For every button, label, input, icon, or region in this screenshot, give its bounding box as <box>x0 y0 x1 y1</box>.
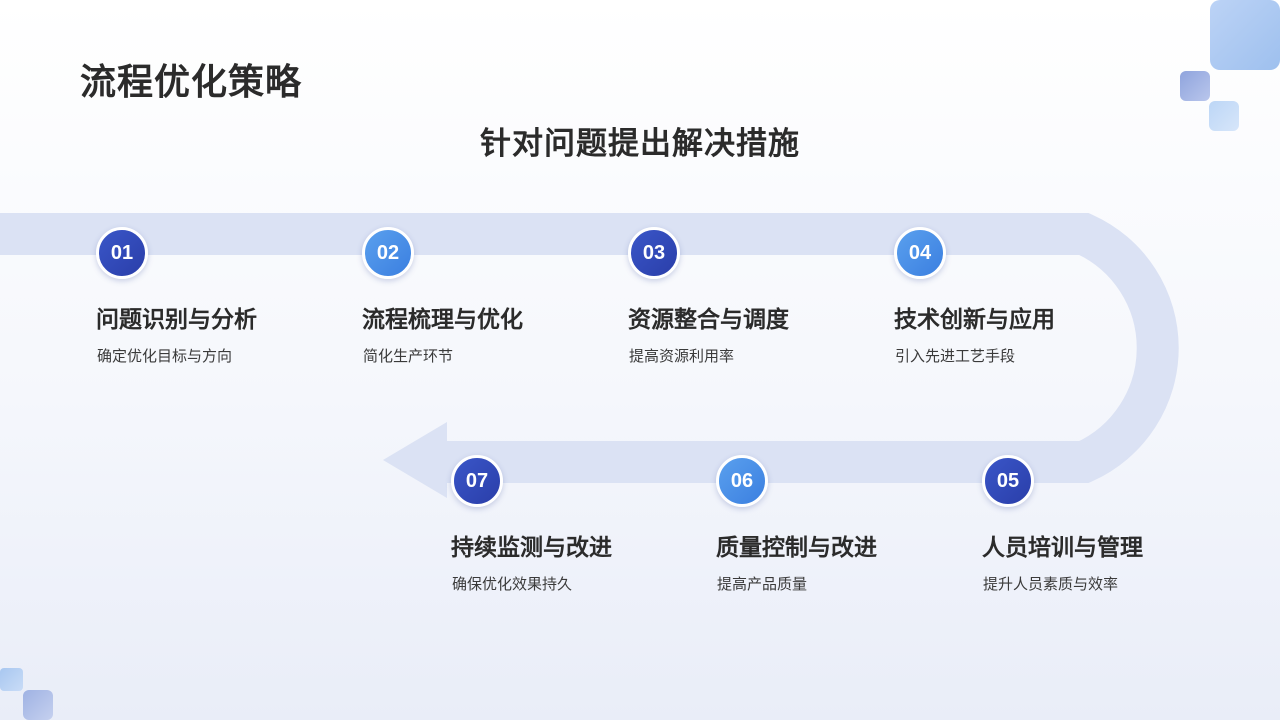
decor-square-large <box>1210 0 1280 70</box>
step-desc-05: 提升人员素质与效率 <box>983 575 1119 593</box>
step-badge-05: 05 <box>982 455 1034 507</box>
step-title-02: 流程梳理与优化 <box>362 307 523 333</box>
step-title-04: 技术创新与应用 <box>894 307 1055 333</box>
decor-square-small <box>23 690 53 720</box>
step-badge-03: 03 <box>628 227 680 279</box>
page-title: 流程优化策略 <box>80 62 303 103</box>
step-desc-03: 提高资源利用率 <box>629 347 735 365</box>
step-desc-07: 确保优化效果持久 <box>452 575 573 593</box>
step-badge-02: 02 <box>362 227 414 279</box>
decor-square-small <box>1180 71 1210 101</box>
step-desc-01: 确定优化目标与方向 <box>97 347 233 365</box>
step-desc-04: 引入先进工艺手段 <box>895 347 1016 365</box>
decor-square-small <box>1209 101 1239 131</box>
step-desc-02: 简化生产环节 <box>363 347 454 365</box>
step-title-07: 持续监测与改进 <box>451 535 612 561</box>
step-title-06: 质量控制与改进 <box>716 535 877 561</box>
step-title-03: 资源整合与调度 <box>628 307 789 333</box>
step-title-05: 人员培训与管理 <box>982 535 1143 561</box>
step-badge-01: 01 <box>96 227 148 279</box>
flow-arrowhead <box>383 422 447 498</box>
flow-track-path <box>0 213 1179 483</box>
step-badge-07: 07 <box>451 455 503 507</box>
step-badge-04: 04 <box>894 227 946 279</box>
step-title-01: 问题识别与分析 <box>96 307 257 333</box>
page-subtitle: 针对问题提出解决措施 <box>480 126 800 162</box>
step-desc-06: 提高产品质量 <box>717 575 808 593</box>
step-badge-06: 06 <box>716 455 768 507</box>
decor-square-small <box>0 668 23 691</box>
